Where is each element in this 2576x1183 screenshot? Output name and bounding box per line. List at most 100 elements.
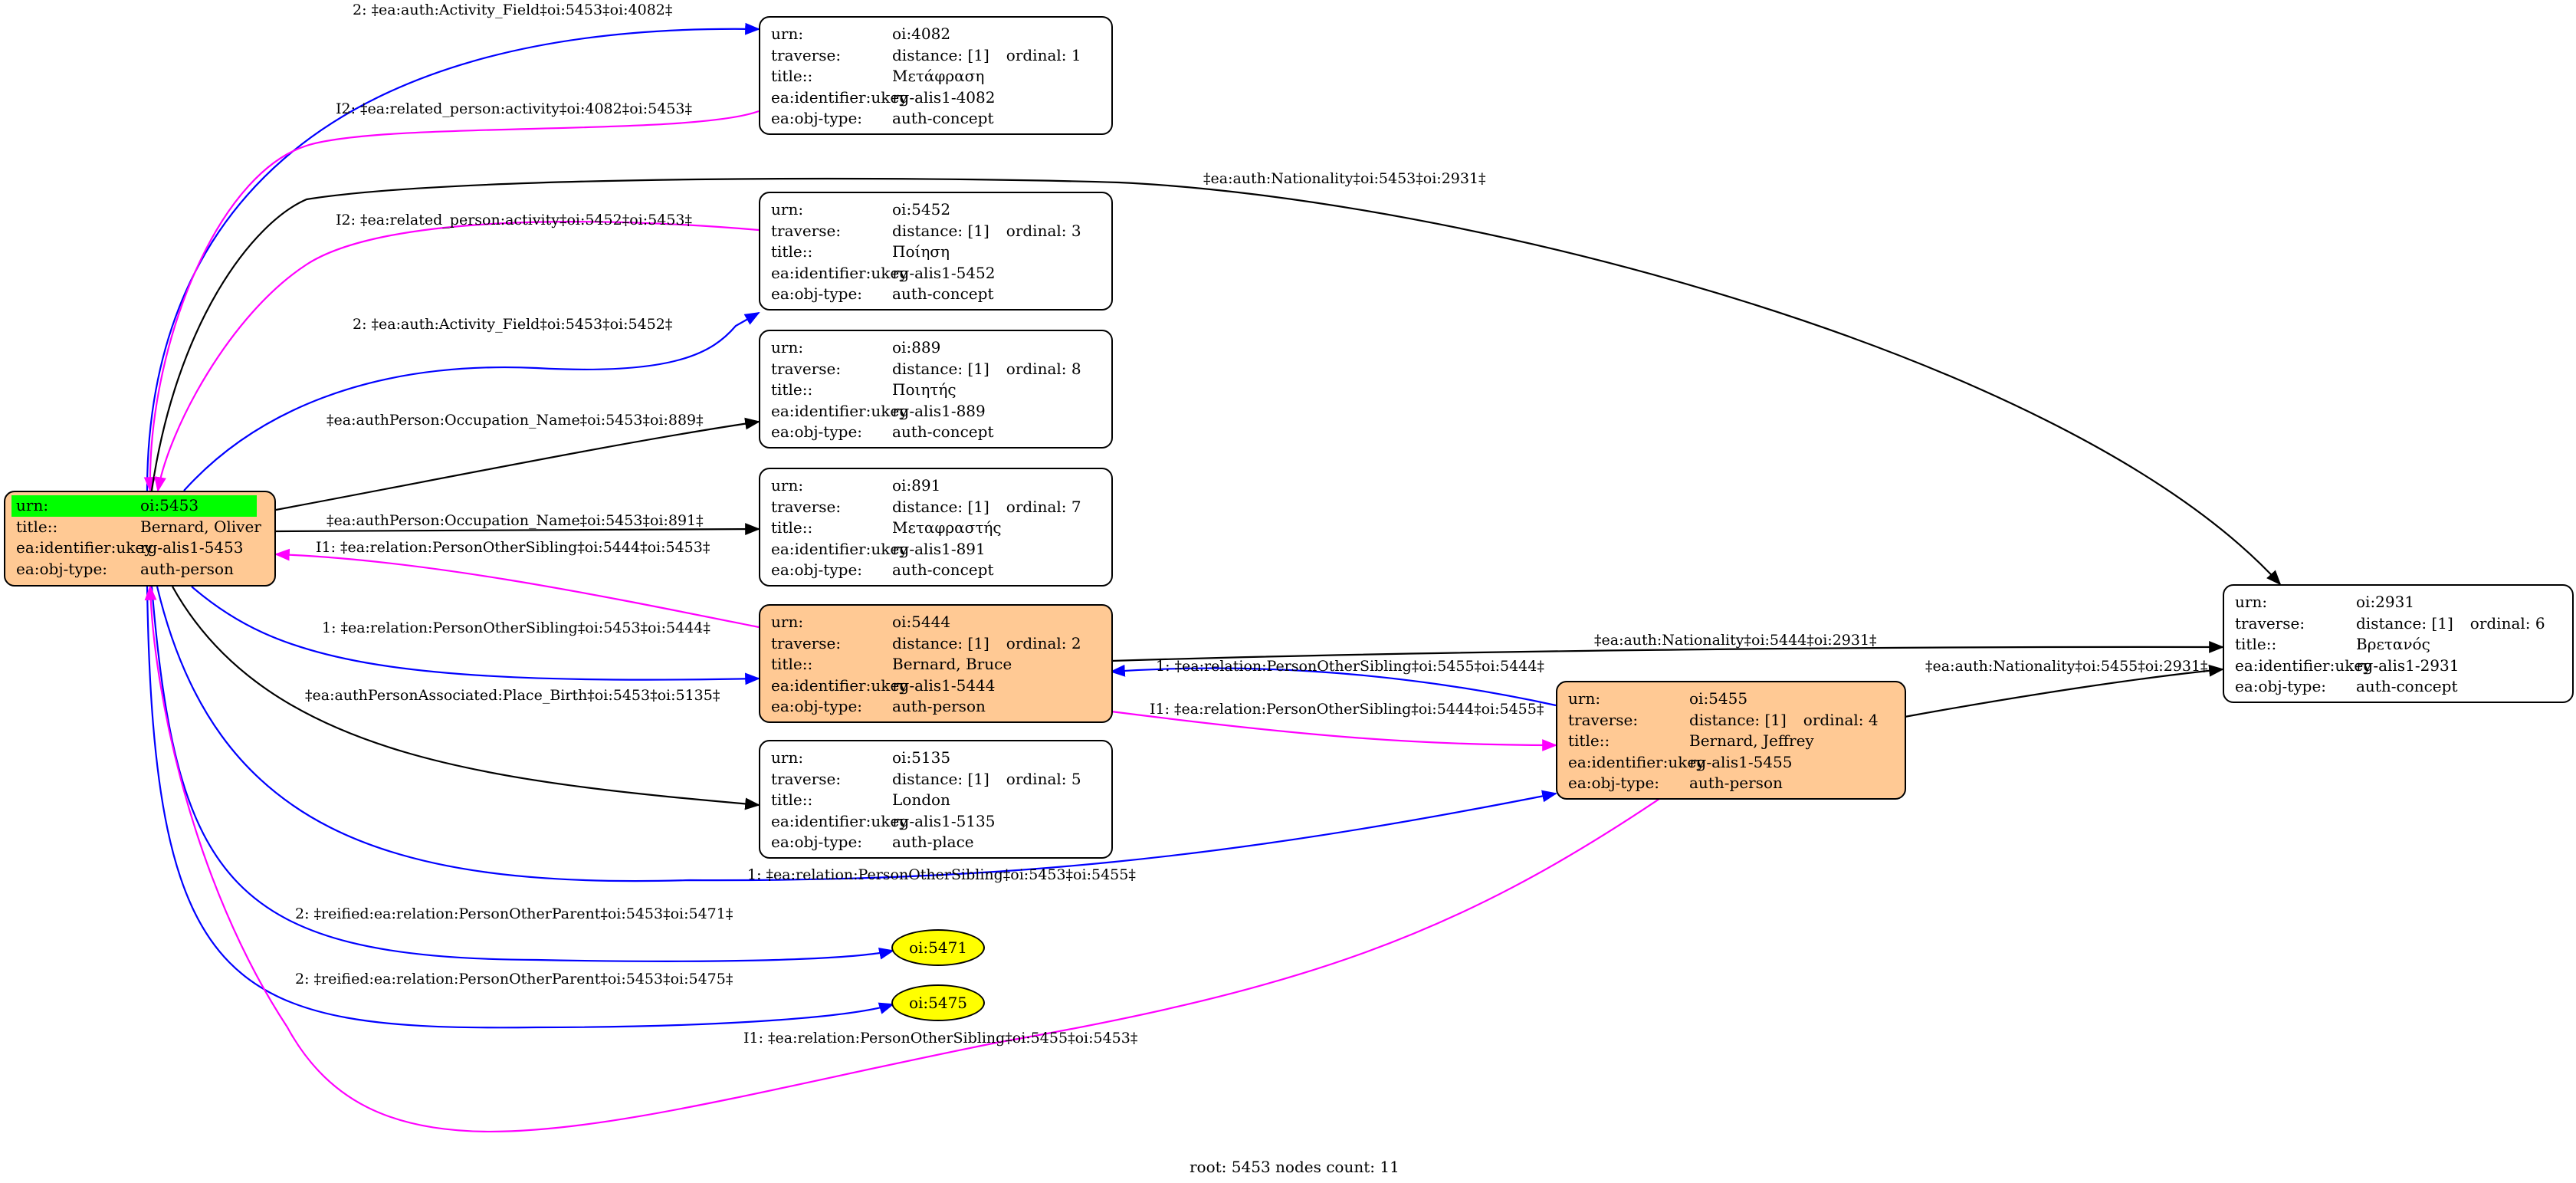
node-ukey: rg-alis1-2931 [2356,656,2460,675]
edge-label: 2: ‡ea:auth:Activity_Field‡oi:5453‡oi:54… [353,316,673,333]
key-title: title:: [771,655,813,673]
key-ukey: ea:identifier:ukey [771,87,908,107]
node-oi-4082[interactable]: urn:oi:4082 traverse:distance: [1]ordina… [759,16,1113,135]
node-type: auth-place [892,833,974,851]
edge-activity-field-4082 [146,22,760,491]
root-ukey-value: rg-alis1-5453 [140,538,244,557]
edge-label: ‡ea:auth:Nationality‡oi:5444‡oi:2931‡ [1594,632,1877,649]
node-distance: distance: [1] [892,359,989,378]
node-urn: oi:5452 [892,200,951,219]
node-type: auth-concept [892,560,994,579]
node-oi-5452[interactable]: urn:oi:5452 traverse:distance: [1]ordina… [759,192,1113,311]
root-type-value: auth-person [140,559,234,578]
edge-occupation-889 [275,417,760,511]
node-urn: oi:891 [892,476,941,495]
node-ordinal: ordinal: 3 [1006,221,1081,240]
root-title-value: Bernard, Oliver [140,517,261,536]
key-traverse: traverse: [771,633,842,652]
ellipse-node-oi-5471[interactable]: oi:5471 [891,929,985,966]
key-urn: urn: [2235,593,2268,611]
key-ukey: ea:identifier:ukey [771,811,908,830]
node-distance: distance: [1] [892,497,989,516]
edge-label: I1: ‡ea:relation:PersonOtherSibling‡oi:5… [1150,701,1544,718]
key-type: ea:obj-type: [771,422,863,441]
root-urn-key: urn: [11,495,140,517]
edge-label: I2: ‡ea:related_person:activity‡oi:4082‡… [336,100,692,117]
node-oi-5455[interactable]: urn:oi:5455 traverse:distance: [1]ordina… [1556,681,1906,800]
node-oi-891[interactable]: urn:oi:891 traverse:distance: [1]ordinal… [759,468,1113,587]
node-ukey: rg-alis1-5444 [892,675,996,695]
node-ordinal: ordinal: 1 [1006,45,1081,64]
edge-related-person-5452 [154,221,760,492]
node-ordinal: ordinal: 4 [1803,710,1879,729]
edge-sibling-5453-5444 [191,586,760,685]
node-ukey: rg-alis1-4082 [892,87,996,107]
key-traverse: traverse: [771,497,842,516]
node-oi-2931[interactable]: urn:oi:2931 traverse:distance: [1]ordina… [2223,584,2574,703]
key-ukey: ea:identifier:ukey [771,539,908,558]
node-title: London [892,790,950,809]
edge-parent-5471 [150,586,894,962]
node-urn: oi:889 [892,338,941,357]
key-type: ea:obj-type: [771,560,863,579]
node-distance: distance: [1] [892,633,989,652]
graph-footer-caption: root: 5453 nodes count: 11 [1190,1158,1400,1176]
edge-activity-field-5452 [183,312,760,491]
edge-occupation-891 [275,523,760,536]
root-urn-value: oi:5453 [140,495,257,517]
edge-label: I1: ‡ea:relation:PersonOtherSibling‡oi:5… [743,1030,1138,1047]
edge-label: 2: ‡reified:ea:relation:PersonOtherParen… [295,971,733,987]
edge-label: 2: ‡ea:auth:Activity_Field‡oi:5453‡oi:40… [353,2,673,18]
key-type: ea:obj-type: [1568,774,1660,792]
node-title: Μεταφραστής [892,518,1002,537]
key-type: ea:obj-type: [771,109,863,127]
key-type: ea:obj-type: [771,697,863,715]
key-traverse: traverse: [771,359,842,378]
node-oi-5444[interactable]: urn:oi:5444 traverse:distance: [1]ordina… [759,604,1113,723]
node-ordinal: ordinal: 8 [1006,359,1081,378]
node-ukey: rg-alis1-5452 [892,263,996,282]
node-distance: distance: [1] [1689,710,1787,729]
key-traverse: traverse: [1568,710,1639,729]
edge-label: ‡ea:authPerson:Occupation_Name‡oi:5453‡o… [327,512,704,529]
key-ukey: ea:identifier:ukey [771,675,908,695]
edge-label: 2: ‡reified:ea:relation:PersonOtherParen… [295,905,733,922]
edge-label: ‡ea:authPerson:Occupation_Name‡oi:5453‡o… [327,412,704,429]
node-oi-889[interactable]: urn:oi:889 traverse:distance: [1]ordinal… [759,330,1113,449]
node-type: auth-concept [892,422,994,441]
node-urn: oi:2931 [2356,593,2415,611]
key-title: title:: [2235,635,2277,653]
node-title: Bernard, Jeffrey [1689,731,1814,750]
node-ukey: rg-alis1-5455 [1689,752,1793,771]
node-urn: oi:5455 [1689,689,1748,708]
node-ukey: rg-alis1-889 [892,401,986,420]
node-urn: oi:5444 [892,613,951,631]
edge-label: ‡ea:auth:Nationality‡oi:5455‡oi:2931‡ [1925,658,2208,675]
node-oi-5135[interactable]: urn:oi:5135 traverse:distance: [1]ordina… [759,740,1113,859]
key-title: title:: [1568,731,1610,750]
key-title: title:: [771,67,813,85]
node-title: Μετάφραση [892,67,985,85]
root-node-oi-5453[interactable]: urn:oi:5453 title::Bernard, Oliver ea:id… [4,491,276,587]
node-type: auth-concept [892,109,994,127]
edge-label: ‡ea:authPersonAssociated:Place_Birth‡oi:… [305,687,720,704]
key-traverse: traverse: [2235,613,2305,633]
edge-related-person-4082 [143,110,760,492]
key-title: title:: [771,242,813,261]
ellipse-node-oi-5475[interactable]: oi:5475 [891,984,985,1021]
node-ordinal: ordinal: 6 [2469,613,2545,633]
edge-sibling-5455-5444 [1110,664,1557,707]
node-ordinal: ordinal: 7 [1006,497,1081,516]
key-title: title:: [771,380,813,399]
node-title: Ποιητής [892,380,957,399]
key-ukey: ea:identifier:ukey [1568,752,1705,771]
key-traverse: traverse: [771,221,842,240]
key-traverse: traverse: [771,769,842,788]
edge-sibling-5444-5453 [274,548,760,629]
root-type-key: ea:obj-type: [16,559,108,578]
edge-label: 1: ‡ea:relation:PersonOtherSibling‡oi:54… [1156,658,1544,675]
edge-label: 1: ‡ea:relation:PersonOtherSibling‡oi:54… [747,866,1136,883]
root-title-key: title:: [16,517,58,536]
key-ukey: ea:identifier:ukey [771,263,908,282]
edge-nationality-5444-2931 [1111,641,2224,662]
